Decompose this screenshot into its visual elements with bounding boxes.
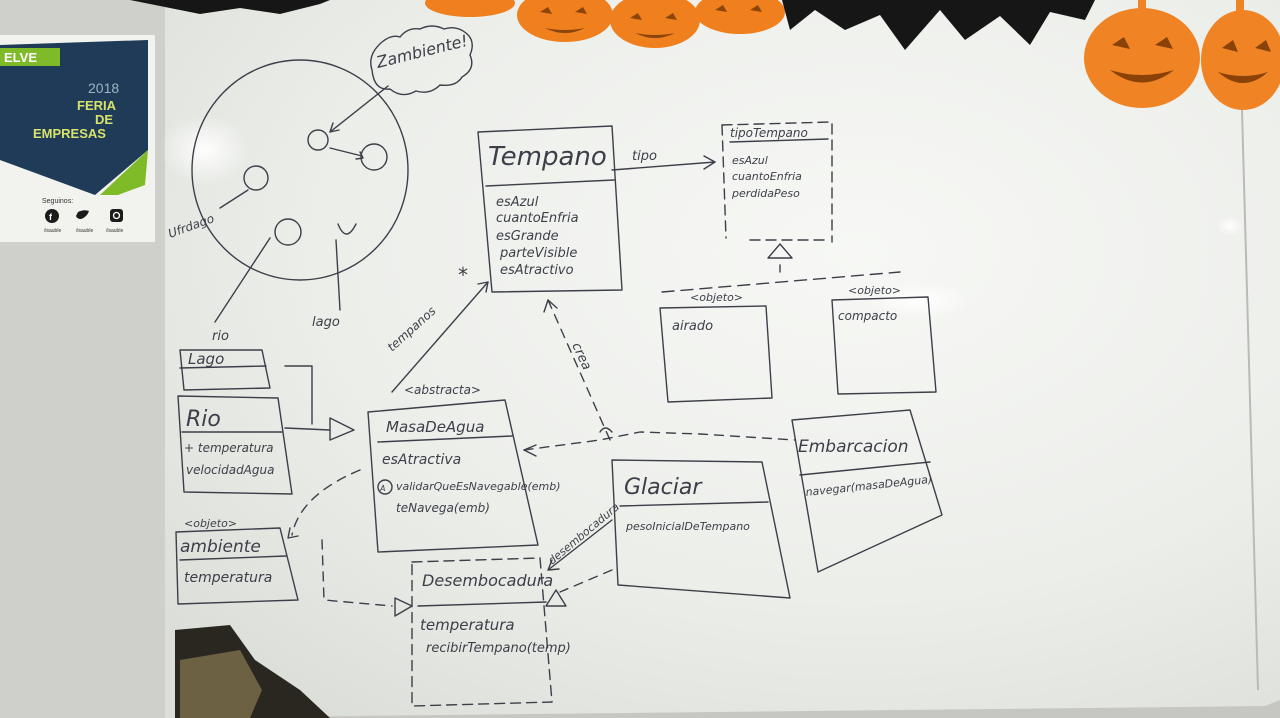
bat-cutout [130,0,330,14]
whiteboard [165,0,1280,718]
handle-1: /isauble [44,228,61,234]
glaciar-title: Glaciar [624,475,703,500]
pumpkin-cutout [1084,0,1200,108]
multiplicity-mark: * [458,263,468,287]
masa-stereotype: <abstracta> [404,383,481,397]
ambient-circle [191,59,409,281]
poster-line2: DE [95,112,113,127]
poster-line3: EMPRESAS [33,126,106,141]
airado-box [659,305,773,403]
desembocadura-box [411,557,553,707]
poster-tag: ELVE [4,50,37,65]
tipotempano-attr: esAzul [732,154,768,167]
rio-box [177,395,293,495]
handle-2: /isauble [76,228,93,234]
rio-title: Rio [186,407,221,432]
handle-3: /isauble [106,228,123,234]
tipotempano-title: tipoTempano [730,126,808,140]
bat-cutout [782,0,1095,50]
halloween-garland [130,0,1280,110]
masa-attr: validarQueEsNavegable(emb) [396,480,561,493]
masa-attr: teNavega(emb) [396,501,490,515]
circle-label-lago: lago [312,315,340,330]
glaciar-box [611,459,791,599]
ambiente-attr: temperatura [184,570,272,586]
glaciar-attr: pesoInicialDeTempano [625,520,750,533]
tipotempano-attr: perdidaPeso [731,187,800,200]
masa-title: MasaDeAgua [386,418,484,436]
desembocadura-attr: temperatura [420,616,515,634]
tempano-attr: esAtractivo [500,263,574,278]
masa-attr: esAtractiva [382,452,461,468]
instagram-icon [110,209,123,222]
diagram-strokes [175,25,943,707]
ambiente-title: ambiente [180,537,261,557]
airado-stereotype: <objeto> [690,291,743,304]
masadeagua-box [367,399,539,553]
poster-follow: Seguinos: [42,198,73,205]
airado-title: airado [672,319,713,334]
tempano-attr: cuantoEnfria [496,211,579,226]
ambiente-box [175,527,299,605]
tipotempano-attr: cuantoEnfria [732,170,802,183]
rio-attr: velocidadAgua [186,463,274,477]
tempano-attr: esAzul [496,195,539,210]
tempano-title: Tempano [488,142,607,172]
compacto-box [831,296,937,395]
pumpkin-cutout [1201,0,1280,110]
poster-line1: FERIA [77,98,117,113]
board-seam [1241,109,1259,691]
embarcacion-title: Embarcacion [798,437,909,457]
rio-attr: + temperatura [184,441,274,455]
tempano-attr: parteVisible [499,246,577,261]
twitter-icon [76,210,89,219]
event-poster: ELVE 2018 FERIA DE EMPRESAS Seguinos: f … [0,35,155,242]
light-glare [160,115,250,185]
desembocadura-attr: recibirTempano(temp) [426,641,571,656]
lago-box [179,349,271,391]
tempano-box [477,125,623,293]
tipo-label: tipo [632,149,657,164]
light-glare [1216,216,1244,236]
compacto-title: compacto [838,309,897,323]
ambiente-stereotype: <objeto> [184,517,237,530]
tempano-attr: esGrande [496,229,559,244]
light-glare [865,282,975,318]
poster-year: 2018 [88,80,119,96]
compacto-stereotype: <objeto> [848,284,901,297]
abstract-mark: A [379,484,385,493]
lago-title: Lago [188,350,224,368]
embarcacion-box [791,409,943,573]
torn-paper [180,650,262,718]
cloud-callout [370,25,473,96]
facebook-glyph: f [49,212,53,222]
pumpkin-row [425,0,785,48]
desembocadura-title: Desembocadura [422,571,553,590]
facebook-icon [45,209,59,223]
circle-label-rio: rio [212,329,229,344]
